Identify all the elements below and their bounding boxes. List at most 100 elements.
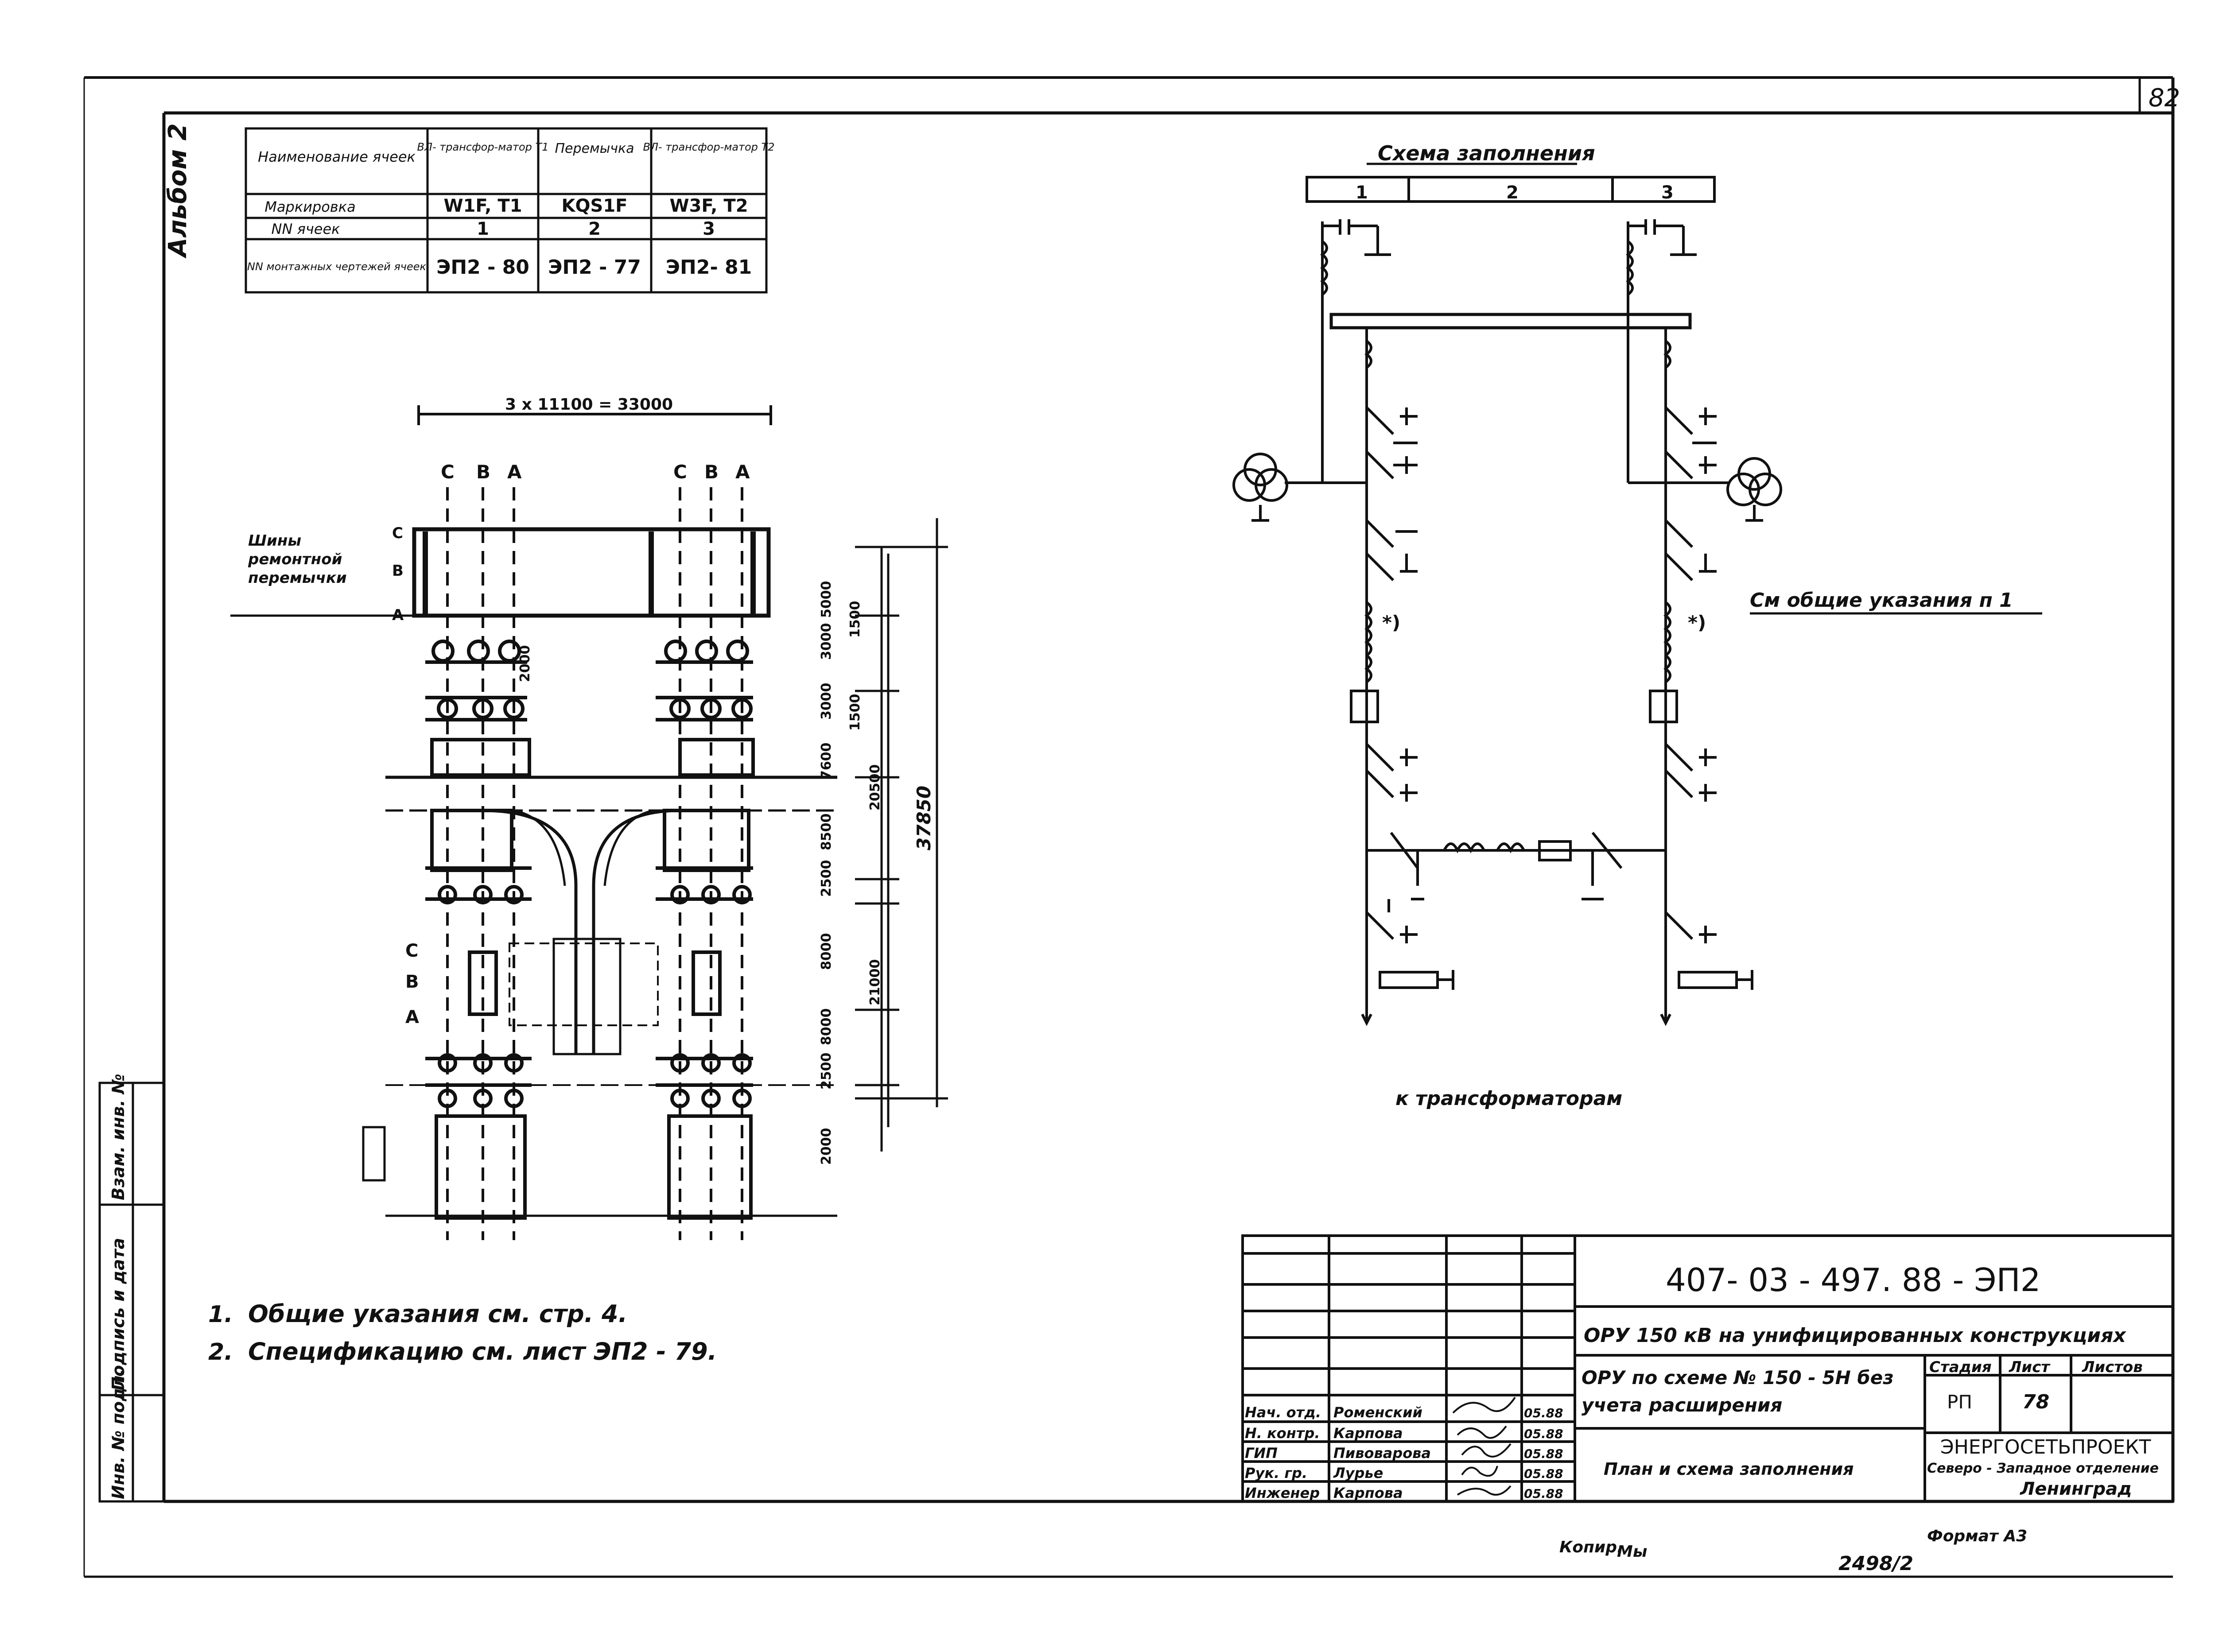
dim-8000b: 8000 bbox=[819, 1008, 834, 1046]
phase-left-b: В bbox=[476, 461, 490, 483]
plan-text: 3 x 11100 = 33000 С В А С В А Шины ремон… bbox=[248, 396, 935, 1165]
cell-table-header-c2: Перемычка bbox=[555, 141, 634, 156]
dim-1500b: 1500 bbox=[847, 694, 863, 731]
general-notes: 1. Общие указания см. стр. 4. 2. Специфи… bbox=[208, 1300, 717, 1365]
staff-date-5: 05.88 bbox=[1524, 1486, 1563, 1501]
album-label: Альбом 2 bbox=[163, 123, 192, 259]
phase-right-a: А bbox=[735, 461, 750, 483]
scheme-title: Схема заполнения bbox=[1378, 141, 1595, 165]
dim-20500: 20500 bbox=[867, 764, 883, 810]
cell-table-num-c2: 2 bbox=[588, 219, 601, 239]
top-dimension: 3 x 11100 = 33000 bbox=[505, 396, 673, 414]
cell-table-dwg-label: NN монтажных чертежей ячеек bbox=[247, 260, 426, 273]
staff-role-4: Рук. гр. bbox=[1245, 1465, 1307, 1481]
cell-table-dwg-c3: ЭП2- 81 bbox=[666, 256, 752, 279]
staff-name-3: Пивоварова bbox=[1333, 1445, 1431, 1462]
staff-date-3: 05.88 bbox=[1524, 1446, 1563, 1461]
phase-right-b: В bbox=[704, 461, 719, 483]
dim-2000-small: 2000 bbox=[517, 645, 533, 683]
dim-5000: 5000 bbox=[819, 581, 834, 618]
phase-left-a: А bbox=[507, 461, 522, 483]
org-branch: Северо - Западное отделение bbox=[1927, 1461, 2159, 1476]
sheet-value: 78 bbox=[2022, 1391, 2049, 1413]
scheme-view bbox=[1232, 163, 1782, 1026]
cell-table-mark-c2: KQS1F bbox=[562, 196, 628, 216]
side-stamp-replace: Взам. инв. № bbox=[109, 1074, 128, 1200]
page-number: 82 bbox=[2149, 84, 2180, 112]
lower-phase-a: А bbox=[405, 1007, 419, 1028]
dim-2500b: 2500 bbox=[819, 1053, 834, 1090]
dim-7600: 7600 bbox=[819, 743, 834, 780]
cell-table-header-label: Наименование ячеек bbox=[258, 148, 416, 165]
staff-date-2: 05.88 bbox=[1524, 1427, 1563, 1441]
staff-name-1: Роменский bbox=[1333, 1404, 1422, 1421]
lower-phase-c: С bbox=[405, 941, 418, 961]
cell-table-num-c3: 3 bbox=[703, 219, 715, 239]
sheets-header: Листов bbox=[2082, 1358, 2143, 1376]
phase-left-c: С bbox=[441, 461, 455, 483]
staff-role-1: Нач. отд. bbox=[1245, 1404, 1321, 1421]
sheet-name: План и схема заполнения bbox=[1604, 1459, 1854, 1479]
stage-value: РП bbox=[1947, 1391, 1972, 1413]
doc-code: 407- 03 - 497. 88 - ЭП2 bbox=[1666, 1261, 2040, 1299]
dim-21000: 21000 bbox=[867, 959, 883, 1005]
copied-sign: Мы bbox=[1617, 1543, 1647, 1561]
project-name: ОРУ 150 кВ на унифицированных конструкци… bbox=[1584, 1324, 2126, 1347]
staff-name-5: Карпова bbox=[1333, 1485, 1403, 1501]
side-stamp-inv: Инв. № подл. bbox=[109, 1369, 128, 1499]
plan-view bbox=[230, 405, 948, 1240]
star-mark-left: *) bbox=[1382, 612, 1400, 633]
staff-name-4: Лурье bbox=[1333, 1465, 1383, 1481]
star-mark-right: *) bbox=[1688, 612, 1706, 633]
dim-2500a: 2500 bbox=[819, 860, 834, 897]
bus-phase-c: С bbox=[392, 524, 403, 542]
note-2-text: Спецификацию см. лист ЭП2 - 79. bbox=[248, 1338, 717, 1365]
scheme-cell-3: 3 bbox=[1661, 182, 1674, 203]
staff-role-5: Инженер bbox=[1245, 1485, 1320, 1501]
dim-8500: 8500 bbox=[819, 814, 834, 851]
scheme-cell-1: 1 bbox=[1356, 182, 1368, 203]
staff-name-2: Карпова bbox=[1333, 1425, 1403, 1442]
org-city: Ленинград bbox=[2020, 1479, 2132, 1499]
sheet-frame bbox=[83, 76, 2175, 1578]
staff-role-3: ГИП bbox=[1245, 1445, 1278, 1462]
format-label: Формат А3 bbox=[1927, 1527, 2027, 1545]
dim-3000a: 3000 bbox=[819, 623, 834, 660]
dim-8000a: 8000 bbox=[819, 933, 834, 970]
staff-date-1: 05.88 bbox=[1524, 1406, 1563, 1420]
note-1-num: 1. bbox=[208, 1301, 233, 1328]
dim-total: 37850 bbox=[913, 786, 935, 850]
note-1-text: Общие указания см. стр. 4. bbox=[248, 1300, 627, 1328]
cell-table-num-label: NN ячеек bbox=[272, 221, 341, 237]
scheme-note-ref: См общие указания п 1 bbox=[1750, 589, 2013, 612]
cell-table-text: Наименование ячеек ВЛ- трансфор-матор Т1… bbox=[247, 141, 774, 279]
note-2-num: 2. bbox=[208, 1339, 233, 1365]
cell-table-header-c3: ВЛ- трансфор-матор Т2 bbox=[643, 141, 775, 153]
bus-label: Шины ремонтной перемычки bbox=[248, 532, 347, 587]
staff-date-4: 05.88 bbox=[1524, 1466, 1563, 1481]
cell-table-mark-c3: W3F, T2 bbox=[669, 196, 748, 216]
bottom-annotations: Копир. Мы Формат А3 2498/2 bbox=[1559, 1527, 2027, 1575]
cell-table-dwg-c2: ЭП2 - 77 bbox=[548, 256, 641, 279]
copied-label: Копир. bbox=[1559, 1538, 1623, 1556]
scheme-cell-2: 2 bbox=[1506, 182, 1519, 203]
stage-header: Стадия bbox=[1929, 1358, 1992, 1376]
lower-phase-b: В bbox=[405, 972, 419, 992]
cell-table-dwg-c1: ЭП2 - 80 bbox=[436, 256, 529, 279]
dim-2000: 2000 bbox=[819, 1128, 834, 1165]
staff-role-2: Н. контр. bbox=[1245, 1425, 1320, 1442]
cell-table-mark-c1: W1F, T1 bbox=[443, 196, 522, 216]
cell-table-num-c1: 1 bbox=[477, 219, 489, 239]
org-name: ЭНЕРГОСЕТЬПРОЕКТ bbox=[1940, 1436, 2151, 1458]
dim-3000b: 3000 bbox=[819, 683, 834, 720]
bus-label-box: Шины ремонтной перемычки bbox=[248, 532, 347, 587]
bus-phase-a: А bbox=[392, 606, 404, 624]
phase-right-c: С bbox=[673, 461, 687, 483]
scheme-text: Схема заполнения 1 2 3 *) *) См общие ук… bbox=[1356, 141, 2013, 1110]
scheme-bottom-label: к трансформаторам bbox=[1395, 1087, 1622, 1110]
signatures bbox=[1452, 1396, 1516, 1496]
cell-table bbox=[245, 127, 768, 294]
title-block bbox=[1241, 1234, 2174, 1503]
side-stamp bbox=[98, 1082, 165, 1503]
